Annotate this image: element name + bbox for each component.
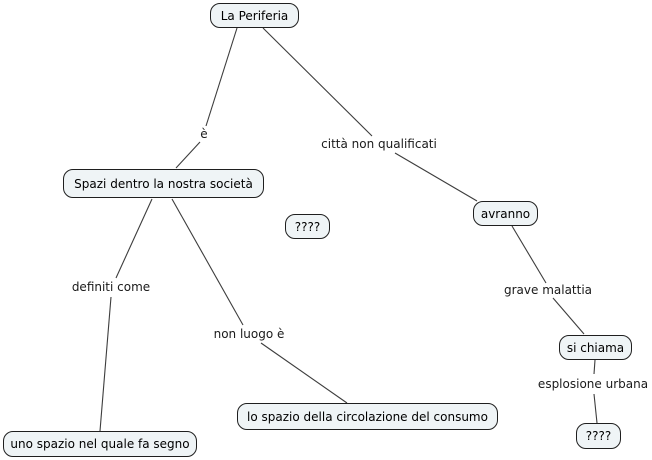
node-label: uno spazio nel quale fa segno <box>10 437 190 451</box>
connector-citta-to-avranno <box>394 152 478 202</box>
connector-avranno-to-grave <box>511 225 547 284</box>
node-label: lo spazio della circolazione del consumo <box>247 409 488 424</box>
node-unknown-center[interactable]: ???? <box>285 214 330 239</box>
node-lo-spazio-della-circolazione[interactable]: lo spazio della circolazione del consumo <box>237 403 498 430</box>
node-label: Spazi dentro la nostra società <box>74 176 253 191</box>
connector-laperiferia-to-citta <box>262 27 373 137</box>
node-label: ???? <box>294 219 321 234</box>
connector-definiti-to-unospazio <box>99 296 112 432</box>
link-label-citta-non-qualificati[interactable]: città non qualificati <box>321 137 437 151</box>
connector-spazi-to-definiti <box>115 198 153 279</box>
link-label-e[interactable]: è <box>200 127 208 141</box>
connector-e-to-spazi <box>175 141 201 169</box>
connector-esplosione-to-unknown <box>593 393 598 424</box>
link-label-grave-malattia[interactable]: grave malattia <box>503 283 593 297</box>
node-la-periferia[interactable]: La Periferia <box>210 3 299 28</box>
node-label: La Periferia <box>220 8 289 23</box>
node-avranno[interactable]: avranno <box>473 201 538 226</box>
link-label-esplosione-urbana[interactable]: esplosione urbana <box>537 377 649 391</box>
node-spazi-dentro-la-nostra-societa[interactable]: Spazi dentro la nostra società <box>63 169 264 198</box>
connector-grave-to-sichiama <box>552 297 585 335</box>
node-uno-spazio-nel-quale-fa-segno[interactable]: uno spazio nel quale fa segno <box>3 431 197 457</box>
node-label: si chiama <box>566 340 625 355</box>
connector-sichiama-to-esplosione <box>593 359 596 375</box>
node-label: ???? <box>585 429 612 443</box>
connector-nonluogo-to-lospazio <box>260 342 348 404</box>
link-label-definiti-come[interactable]: definiti come <box>71 280 151 294</box>
link-label-non-luogo-e[interactable]: non luogo è <box>213 327 285 341</box>
node-si-chiama[interactable]: si chiama <box>559 335 632 360</box>
connector-spazi-to-nonluogo <box>171 198 244 326</box>
node-label: avranno <box>480 206 531 221</box>
connector-laperiferia-to-e <box>205 27 238 127</box>
node-unknown-right[interactable]: ???? <box>576 423 621 449</box>
